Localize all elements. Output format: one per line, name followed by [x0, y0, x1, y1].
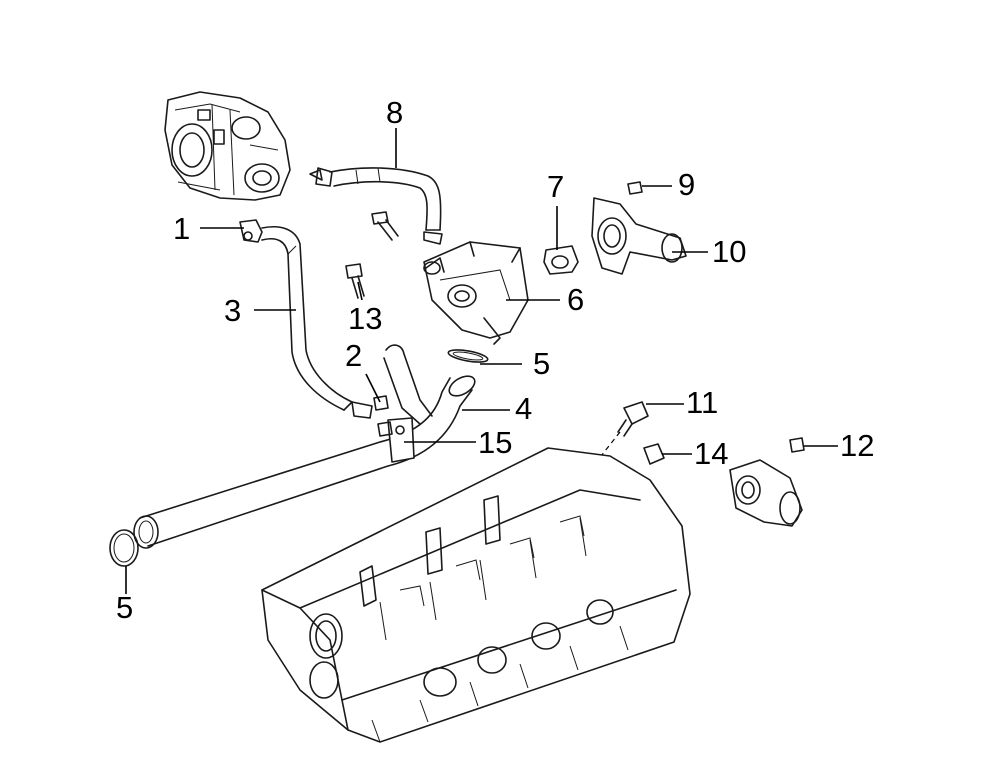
callout-6: 6 [567, 282, 584, 317]
callout-numbers: 1 2 3 4 5 5 6 7 8 9 10 11 12 13 14 15 [116, 95, 874, 625]
leader-lines [125, 128, 838, 594]
callout-13: 13 [348, 301, 382, 336]
bolt-part-13 [345, 263, 365, 299]
callout-5-upper: 5 [533, 346, 550, 381]
callout-3: 3 [224, 293, 241, 328]
callout-7: 7 [547, 169, 564, 204]
temperature-sensor-part-11 [617, 401, 649, 437]
callout-14: 14 [694, 436, 728, 471]
bolt-part-2 [373, 395, 389, 411]
callout-1: 1 [173, 211, 190, 246]
callout-2: 2 [345, 338, 362, 373]
callout-15: 15 [478, 425, 512, 460]
leader-2 [365, 373, 381, 403]
callout-9: 9 [678, 167, 695, 202]
callout-5-lower: 5 [116, 590, 133, 625]
thermostat-part-7 [543, 245, 579, 275]
leader-13 [357, 281, 363, 301]
water-outlet-right [729, 459, 803, 527]
hose-part-8 [309, 167, 443, 245]
callout-4: 4 [515, 391, 532, 426]
callout-12: 12 [840, 428, 874, 463]
hose-clamp-lower [351, 401, 373, 419]
clamp-part-1 [239, 219, 263, 243]
thermostat-housing-part-6 [423, 241, 529, 345]
hose-part-3 [261, 226, 353, 411]
o-ring-part-5-lower [109, 529, 139, 567]
callout-11: 11 [686, 385, 718, 420]
callout-10: 10 [712, 234, 746, 269]
bolt-small [371, 211, 399, 241]
bolt-part-12 [789, 437, 805, 453]
throttle-body [164, 91, 291, 201]
water-outlet-part-10 [591, 197, 687, 275]
bolt-part-9 [627, 181, 643, 195]
o-ring-part-5-upper [447, 349, 489, 363]
plug-part-14 [643, 443, 665, 465]
cylinder-head [261, 447, 691, 743]
bolt-under-pipe [377, 421, 393, 437]
callout-8: 8 [386, 95, 403, 130]
bracket-part-15 [387, 417, 415, 463]
